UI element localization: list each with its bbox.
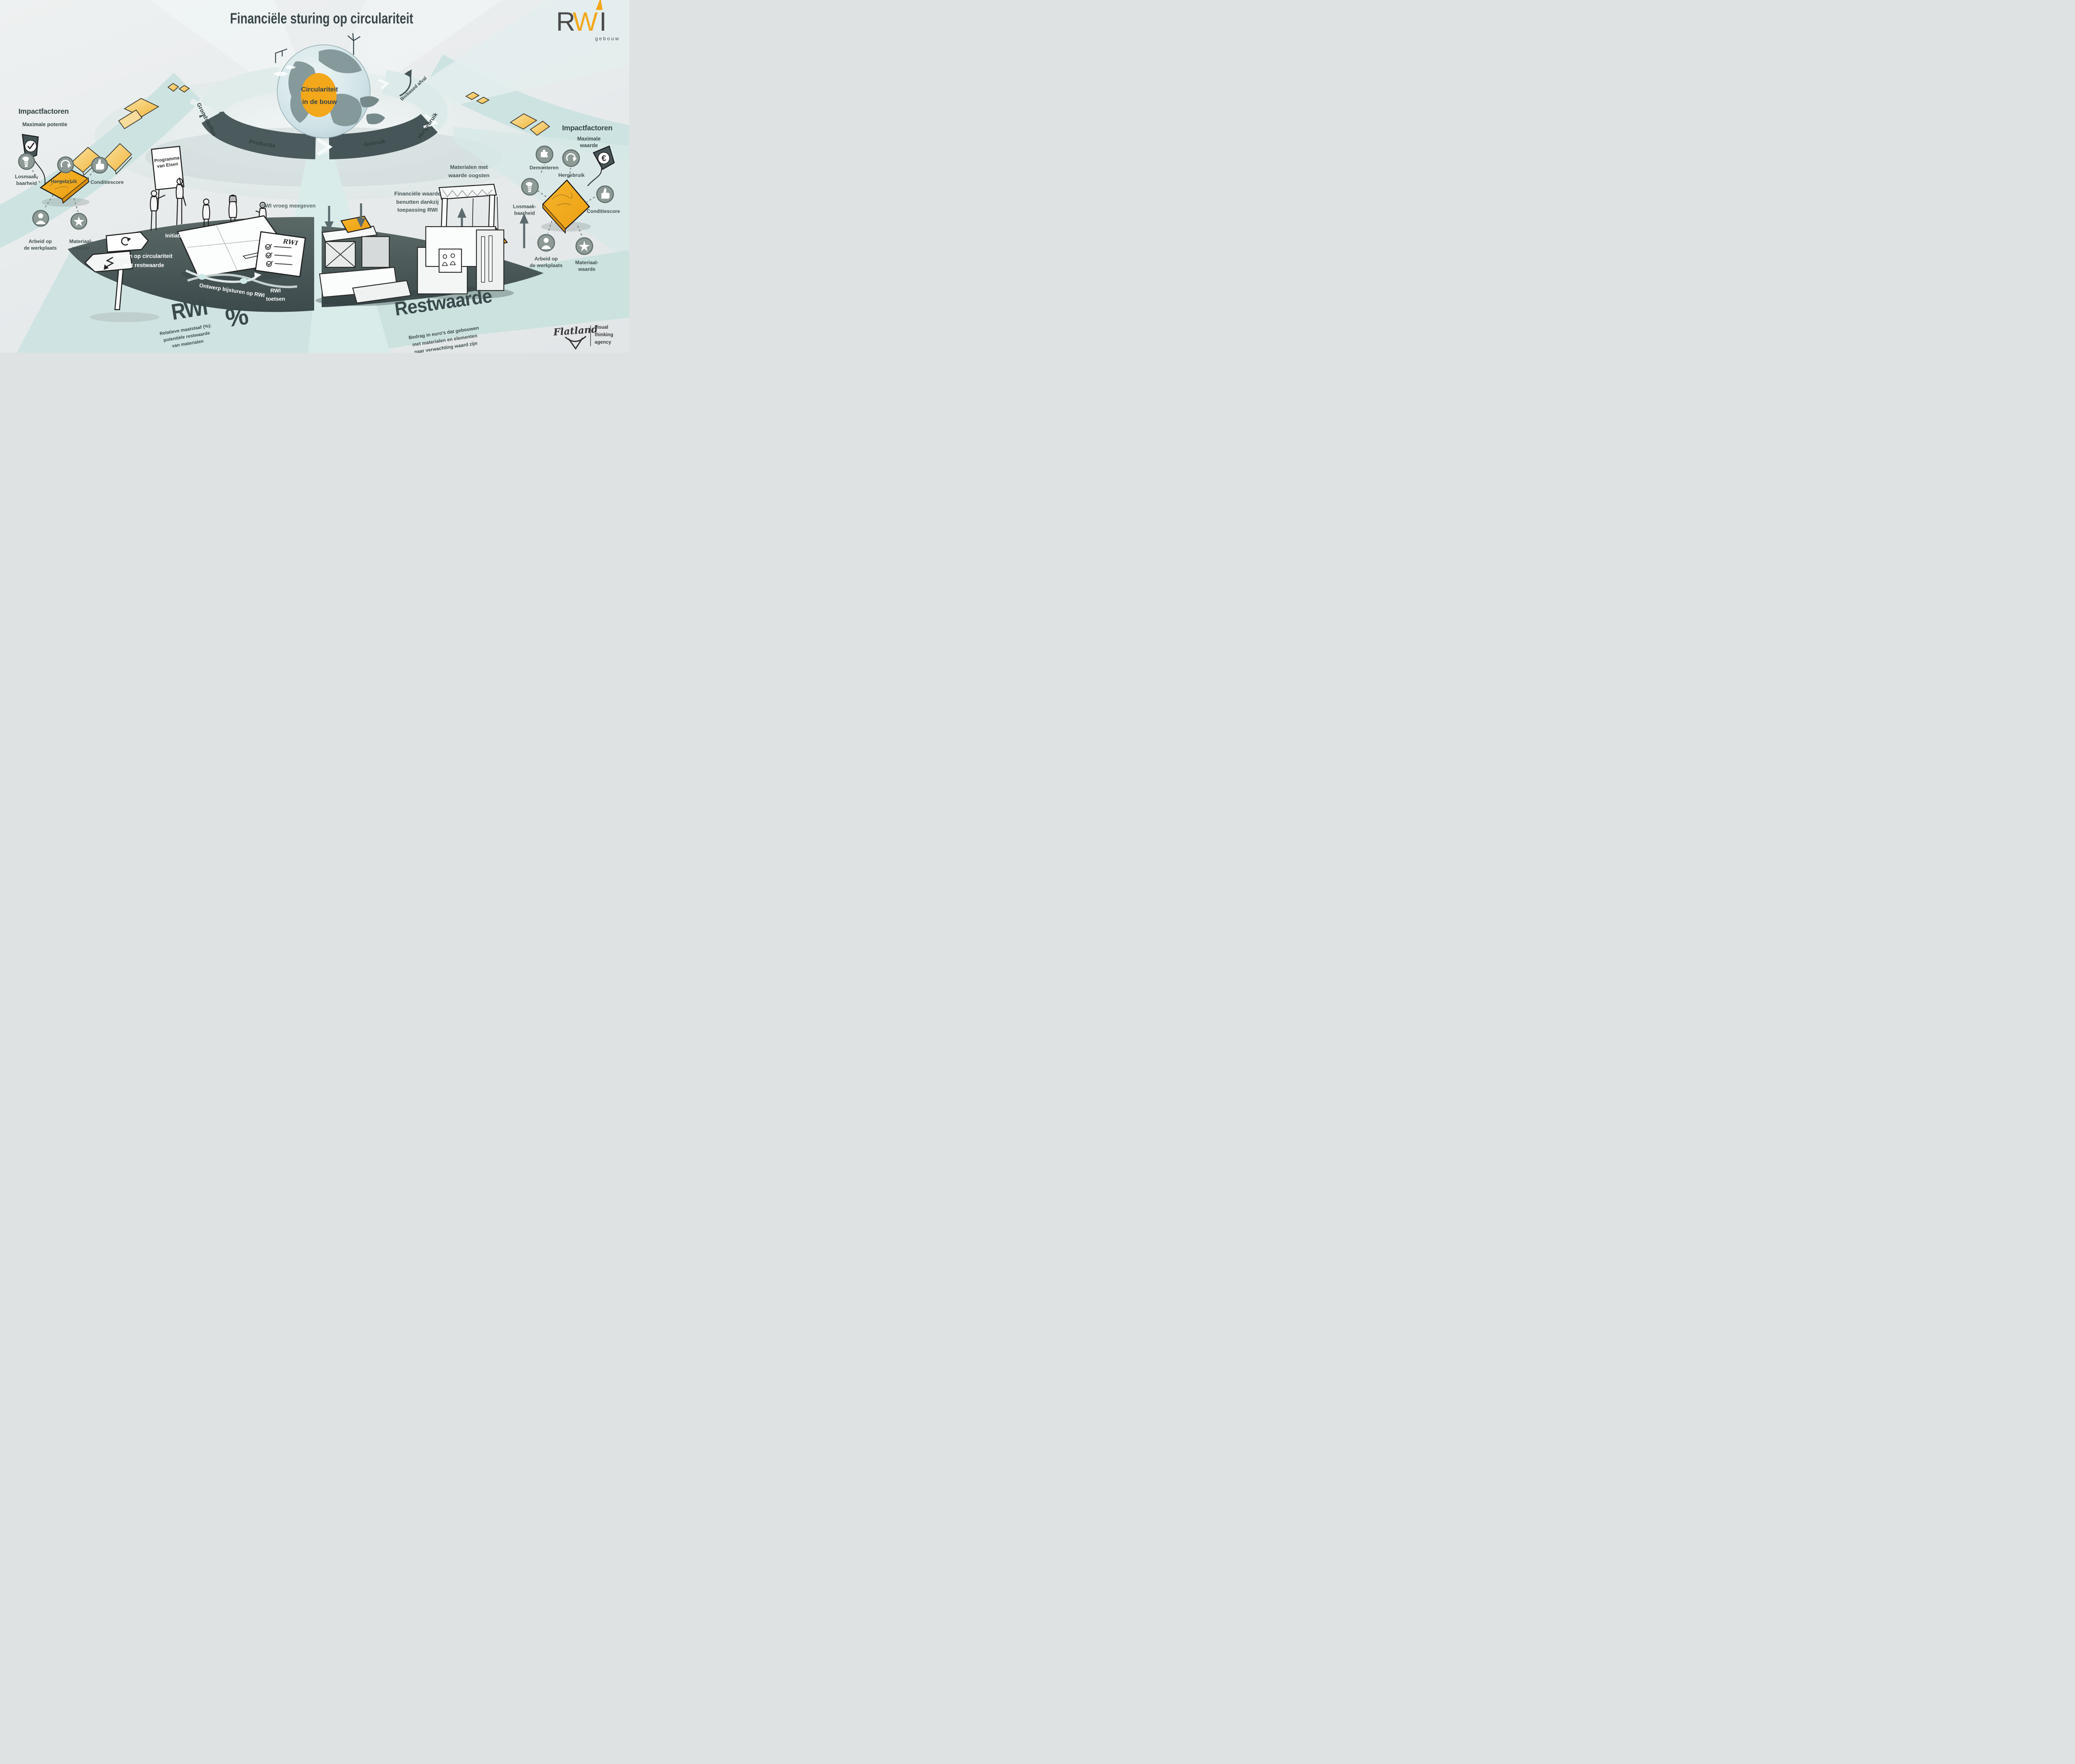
impact-left-materiaal: Materiaal- waarde (69, 238, 93, 251)
star-icon-right (575, 237, 593, 255)
continent-east (330, 93, 362, 126)
building-dismantle (319, 225, 412, 304)
impact-left-hergebruik: Hergebruik (51, 178, 77, 185)
material-plates-left (71, 83, 190, 176)
impact-right-graphics: € (521, 145, 615, 255)
connector-dashes-right (537, 164, 596, 237)
person-writer (176, 177, 184, 225)
flipchart (151, 146, 186, 210)
person-icon-right (537, 234, 555, 252)
rwi-percent: % (223, 301, 251, 333)
badge-circle (301, 73, 337, 117)
right-scene (315, 183, 529, 306)
connector-dashes-left (32, 166, 94, 212)
ring-chevron-left (189, 98, 220, 128)
material-plates-right (465, 91, 550, 136)
ring-chevron-right (423, 114, 439, 129)
globe-badge-label: Circulariteit in de bouw (301, 86, 338, 106)
infographic-canvas: € (0, 0, 629, 353)
cloud (274, 72, 287, 76)
crane-icon (275, 48, 288, 63)
left-scene (84, 146, 306, 322)
ring-chevron-topright (378, 79, 390, 90)
curve-dot (198, 274, 206, 280)
leaf-icon (360, 96, 385, 125)
impact-left-title: Impactfactoren (18, 107, 69, 116)
oogsten-label: Materialen met waarde oogsten (448, 164, 490, 178)
puzzle-icon-right (535, 145, 554, 164)
globe (274, 33, 385, 138)
ring-segment-grondstoffen (199, 67, 281, 113)
logo-letter-w: W (573, 7, 598, 37)
mini-figures (442, 253, 456, 266)
zigzag-arrow-glyph (104, 257, 114, 270)
screw-icon-right (521, 178, 539, 196)
impact-left-graphics (18, 134, 108, 230)
benutten-label: Financiële waarde benutten dankzij toepa… (394, 190, 441, 213)
star-icon-left (70, 213, 88, 230)
impact-left-subtitle: Maximale potentie (22, 122, 68, 128)
impact-left-conditiescore: Conditiescore (90, 179, 124, 186)
cloud (286, 66, 295, 69)
logo-letter-r: R (556, 7, 576, 37)
thumbsup-icon-right (596, 185, 614, 203)
teal-fans (0, 0, 629, 353)
impact-right-conditiescore: Conditiescore (586, 208, 620, 215)
page-title: Financiële sturing op circulariteit (230, 10, 413, 27)
euro-tag: € (587, 145, 615, 186)
logo-arrow-icon (596, 0, 603, 10)
ring-segment-productie (199, 110, 316, 159)
person-icon-left (32, 210, 49, 227)
impact-right-demonteren: Demonteren (529, 165, 559, 171)
sturen-label: Sturen op circulariteit met restwaarde (115, 253, 173, 268)
loop-arrow-glyph (121, 237, 131, 246)
continent-north (319, 49, 362, 73)
ring-chevron-bottom (317, 138, 333, 156)
impact-left-losmaak: Losmaak- baarheid (15, 173, 39, 186)
rwi-toetsen-label: RWI toetsen (266, 287, 286, 302)
impact-right-title: Impactfactoren (562, 124, 613, 132)
process-curve (185, 269, 298, 288)
screw-icon-left (18, 153, 35, 170)
curve-arrowhead (254, 272, 261, 279)
hergebruik-icon-right (562, 149, 580, 167)
flatland-logo-graphics (565, 325, 591, 350)
thumbsup-icon-left (91, 156, 108, 174)
ring-segment-gebruik (329, 113, 438, 159)
logo-letter-i: I (599, 7, 607, 37)
impact-left-arbeid: Arbeid op de werkplaats (24, 238, 57, 251)
impact-right-subtitle: Maximale waarde (577, 136, 601, 148)
impact-right-hergebruik: Hergebruik (558, 172, 585, 178)
euro-symbol: € (601, 154, 606, 163)
impact-right-arbeid: Arbeid op de werkplaats (530, 256, 563, 268)
ring-segment-hergebruik (381, 70, 448, 131)
down-arrows (325, 203, 366, 231)
building-standing (417, 226, 505, 295)
biobased-arrowhead (404, 69, 412, 78)
rwi-vroeg-label: RWI vroeg meegeven (261, 202, 316, 209)
windmill-icon (347, 33, 361, 55)
rwi-document (255, 231, 306, 277)
hergebruik-icon-left (57, 156, 74, 173)
flatland-arrow (565, 335, 587, 350)
rwi-gebouw-logo: R W I gebouw (556, 0, 622, 46)
initiatieffase-label: Initiatieffase (165, 232, 197, 239)
illustration-layer: € (0, 0, 629, 353)
impact-right-materiaal: Materiaal- waarde (575, 259, 599, 272)
person-presenter (150, 190, 166, 231)
impact-right-losmaak: Losmaak- baarheid (513, 203, 537, 216)
curve-dot (240, 278, 247, 284)
rwi-term: RWI (169, 294, 209, 325)
logo-subtitle: gebouw (595, 36, 620, 42)
flatland-tagline: visual thinking agency (595, 325, 613, 345)
